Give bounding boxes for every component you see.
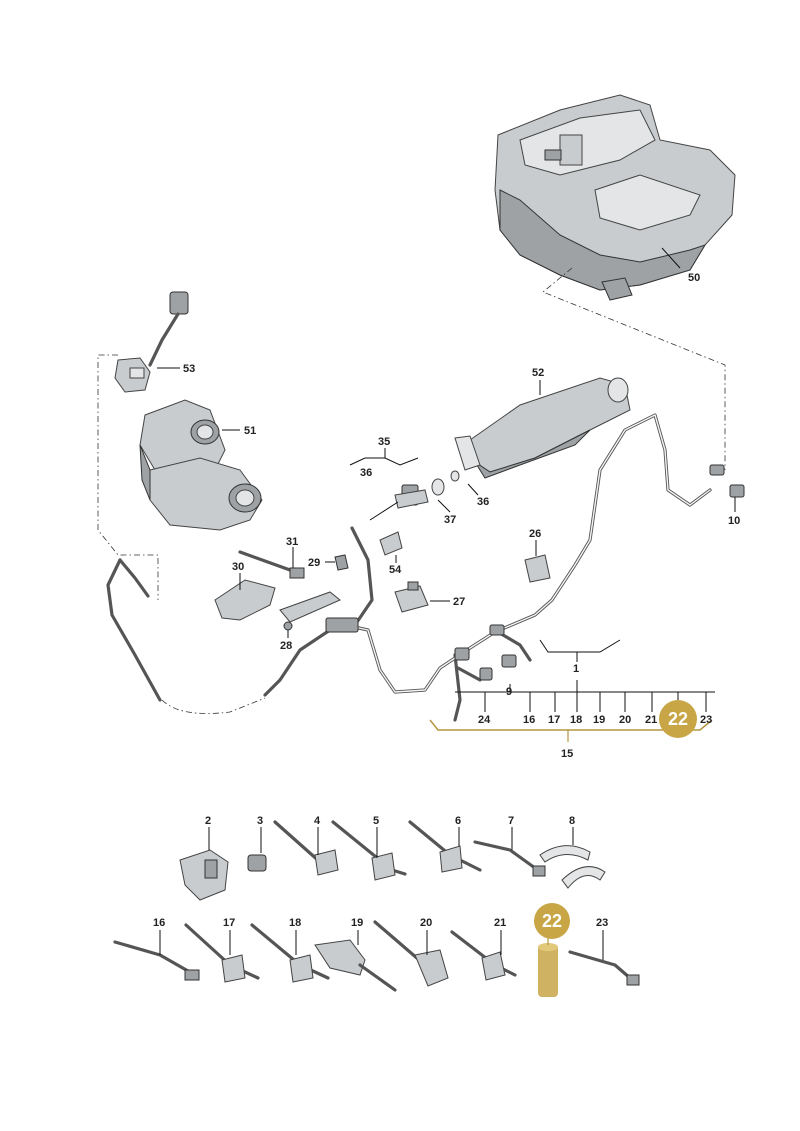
label-31[interactable]: 31 xyxy=(286,536,298,548)
label-8[interactable]: 8 xyxy=(569,815,575,827)
part-53-sensor[interactable] xyxy=(114,291,189,393)
label-16-bar[interactable]: 16 xyxy=(523,714,535,726)
part-31-clamp[interactable] xyxy=(238,550,305,579)
label-21-bar[interactable]: 21 xyxy=(645,714,657,726)
wiring-harness xyxy=(106,413,745,722)
label-10[interactable]: 10 xyxy=(728,515,740,527)
part-5-cable-tie[interactable] xyxy=(331,820,407,881)
label-5[interactable]: 5 xyxy=(373,815,379,827)
callout-labels: 50 53 51 52 35 36 36 37 54 27 26 10 31 2… xyxy=(153,272,740,929)
label-23-bar[interactable]: 23 xyxy=(700,714,712,726)
part-19-holder[interactable] xyxy=(314,930,397,992)
label-7[interactable]: 7 xyxy=(508,815,514,827)
part-23-sensor-clip[interactable] xyxy=(568,930,640,986)
detail-row-top xyxy=(179,820,606,901)
badge-22-bar-text: 22 xyxy=(668,709,688,729)
label-16[interactable]: 16 xyxy=(153,917,165,929)
part-35-sensor-assembly[interactable] xyxy=(369,470,460,521)
label-20[interactable]: 20 xyxy=(420,917,432,929)
leader-lines-upper xyxy=(157,247,736,662)
detail-row-bottom xyxy=(113,920,640,997)
highlight-badge-22-detail[interactable]: 22 xyxy=(534,903,570,939)
label-36-right[interactable]: 36 xyxy=(477,496,489,508)
part-8-clamp[interactable] xyxy=(539,827,606,889)
part-30-heat-shield[interactable] xyxy=(214,579,276,621)
part-2-holder[interactable] xyxy=(179,827,229,901)
part-3-grommet[interactable] xyxy=(247,827,267,872)
label-19-bar[interactable]: 19 xyxy=(593,714,605,726)
part-29-nut[interactable] xyxy=(334,554,349,571)
label-27[interactable]: 27 xyxy=(453,596,465,608)
label-9[interactable]: 9 xyxy=(506,686,512,698)
dash-line-53 xyxy=(97,354,159,600)
part-28-bracket[interactable] xyxy=(279,591,341,631)
part-50-tank[interactable] xyxy=(494,94,736,301)
label-50[interactable]: 50 xyxy=(688,272,700,284)
label-2[interactable]: 2 xyxy=(205,815,211,827)
label-15[interactable]: 15 xyxy=(561,748,573,760)
label-29[interactable]: 29 xyxy=(308,557,320,569)
label-51[interactable]: 51 xyxy=(244,425,256,437)
label-23[interactable]: 23 xyxy=(596,917,608,929)
label-4[interactable]: 4 xyxy=(314,815,321,827)
label-37[interactable]: 37 xyxy=(444,514,456,526)
part-4-cable-tie[interactable] xyxy=(273,820,339,876)
part-26-clip[interactable] xyxy=(524,554,551,583)
label-35[interactable]: 35 xyxy=(378,436,390,448)
dash-line-50 xyxy=(542,267,726,470)
label-30[interactable]: 30 xyxy=(232,561,244,573)
label-17[interactable]: 17 xyxy=(223,917,235,929)
label-1[interactable]: 1 xyxy=(573,663,579,675)
part-54-bracket[interactable] xyxy=(379,531,403,556)
part-16-tie[interactable] xyxy=(113,930,200,981)
label-19[interactable]: 19 xyxy=(351,917,363,929)
badge-22-detail-text: 22 xyxy=(542,911,562,931)
part-27-valve[interactable] xyxy=(394,581,429,613)
label-28[interactable]: 28 xyxy=(280,640,292,652)
part-6-cable-tie[interactable] xyxy=(408,820,482,873)
part-52-converter[interactable] xyxy=(454,377,631,479)
label-36-left[interactable]: 36 xyxy=(360,467,372,479)
label-6[interactable]: 6 xyxy=(455,815,461,827)
label-18[interactable]: 18 xyxy=(289,917,301,929)
label-17-bar[interactable]: 17 xyxy=(548,714,560,726)
part-51-dpf[interactable] xyxy=(139,399,263,531)
label-24[interactable]: 24 xyxy=(478,714,491,726)
part-22-sleeve-highlighted[interactable] xyxy=(538,935,558,997)
label-20-bar[interactable]: 20 xyxy=(619,714,631,726)
label-26[interactable]: 26 xyxy=(529,528,541,540)
label-53[interactable]: 53 xyxy=(183,363,195,375)
part-21-tie[interactable] xyxy=(450,930,517,981)
label-18-bar[interactable]: 18 xyxy=(570,714,582,726)
label-21[interactable]: 21 xyxy=(494,917,506,929)
label-54[interactable]: 54 xyxy=(389,564,402,576)
part-20-clip[interactable] xyxy=(373,920,449,987)
dash-line-hose xyxy=(161,697,266,714)
part-7-clip[interactable] xyxy=(473,827,546,877)
label-52[interactable]: 52 xyxy=(532,367,544,379)
part-17-tie[interactable] xyxy=(184,923,260,983)
label-3[interactable]: 3 xyxy=(257,815,263,827)
callout-bar-15 xyxy=(429,680,715,742)
part-18-tie[interactable] xyxy=(250,923,330,983)
highlight-badge-22-bar[interactable]: 22 xyxy=(659,700,697,738)
